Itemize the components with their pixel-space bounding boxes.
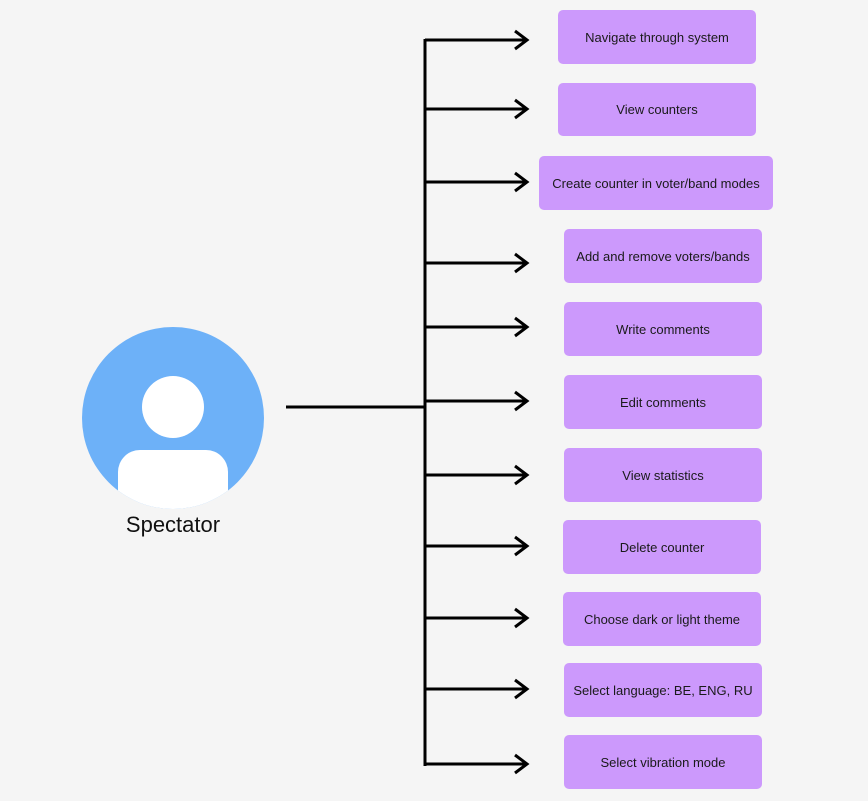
use-case-box: View counters [558,83,756,136]
branch-arrow [425,29,530,51]
branch-arrow [425,316,530,338]
spectator-avatar-icon [82,327,264,509]
branch-arrow [425,252,530,274]
use-case-box: Select language: BE, ENG, RU [564,663,762,717]
use-case-box: Add and remove voters/bands [564,229,762,283]
branch-arrow [425,535,530,557]
avatar-body [118,450,228,509]
branch-arrow [425,607,530,629]
use-case-box: View statistics [564,448,762,502]
branch-arrow [425,171,530,193]
branch-arrow [425,678,530,700]
use-case-box: Edit comments [564,375,762,429]
branch-arrow [425,390,530,412]
avatar-head [142,376,204,438]
branch-arrow [425,753,530,775]
use-case-box: Select vibration mode [564,735,762,789]
use-case-box: Write comments [564,302,762,356]
use-case-box: Create counter in voter/band modes [539,156,773,210]
branch-arrow [425,464,530,486]
use-case-box: Choose dark or light theme [563,592,761,646]
use-case-box: Delete counter [563,520,761,574]
use-case-box: Navigate through system [558,10,756,64]
branch-arrow [425,98,530,120]
actor-label: Spectator [125,512,221,537]
